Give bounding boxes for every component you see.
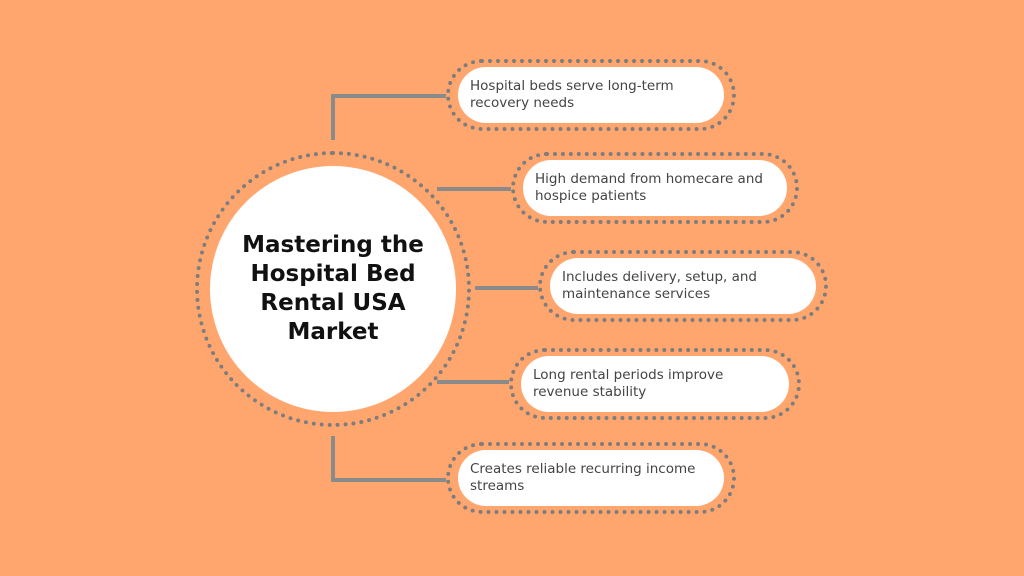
- branch-node-text: High demand from homecare and hospice pa…: [535, 171, 763, 204]
- central-topic-fill: Mastering the Hospital Bed Rental USA Ma…: [210, 166, 456, 412]
- branch-node-fill: Includes delivery, setup, and maintenanc…: [550, 258, 816, 314]
- central-topic-title: Mastering the Hospital Bed Rental USA Ma…: [242, 232, 424, 345]
- connector-1: [331, 94, 446, 140]
- branch-node-fill: Long rental periods improve revenue stab…: [521, 356, 789, 412]
- central-topic-circle: Mastering the Hospital Bed Rental USA Ma…: [195, 151, 471, 427]
- branch-node-text: Hospital beds serve long-term recovery n…: [470, 78, 674, 111]
- branch-node-text: Includes delivery, setup, and maintenanc…: [562, 269, 757, 302]
- branch-node-1: Hospital beds serve long-term recovery n…: [446, 59, 736, 131]
- branch-node-fill: Hospital beds serve long-term recovery n…: [458, 67, 724, 123]
- branch-node-2: High demand from homecare and hospice pa…: [511, 152, 799, 224]
- branch-node-text: Long rental periods improve revenue stab…: [533, 367, 724, 400]
- branch-node-4: Long rental periods improve revenue stab…: [509, 348, 801, 420]
- branch-node-fill: High demand from homecare and hospice pa…: [523, 160, 787, 216]
- connector-5: [331, 436, 446, 482]
- branch-node-3: Includes delivery, setup, and maintenanc…: [538, 250, 828, 322]
- branch-node-text: Creates reliable recurring income stream…: [470, 461, 696, 494]
- branch-node-fill: Creates reliable recurring income stream…: [458, 450, 724, 506]
- branch-node-5: Creates reliable recurring income stream…: [446, 442, 736, 514]
